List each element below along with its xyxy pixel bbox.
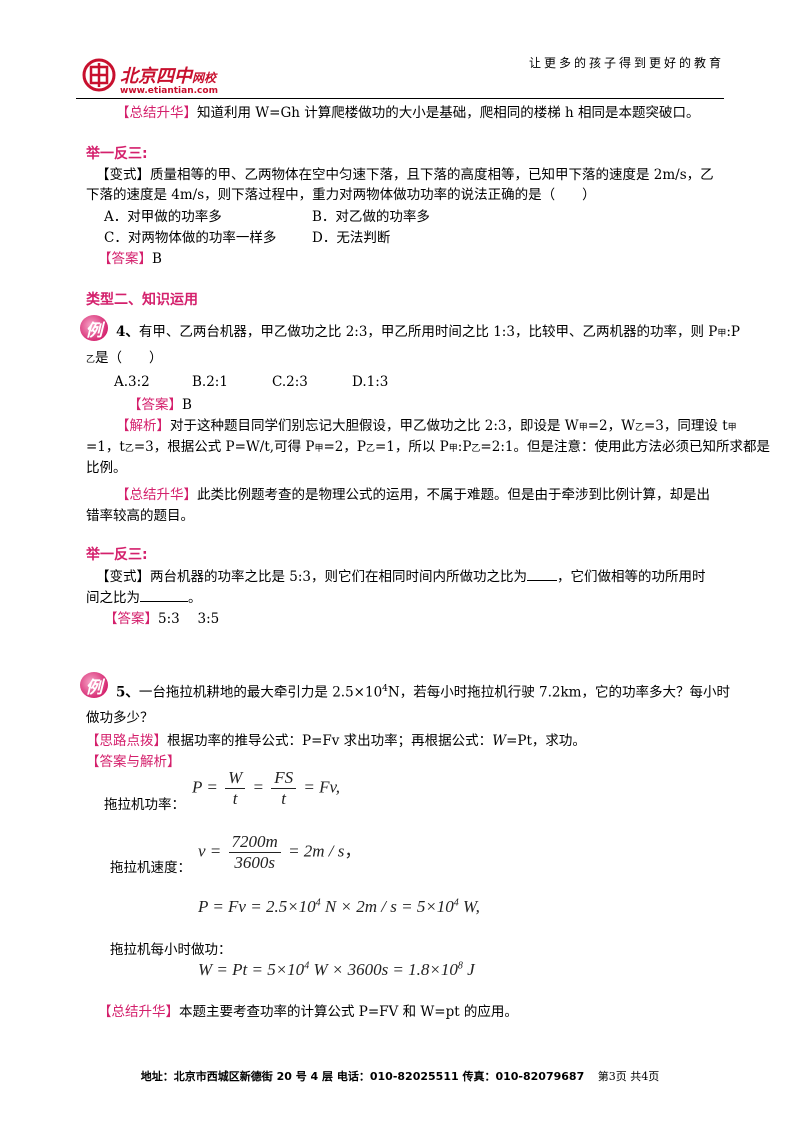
example-4-line-2: 乙是（ ） xyxy=(86,350,163,366)
variant-1-option-b: B．对乙做的功率多 xyxy=(312,209,430,225)
example-4-line-1: 4、有甲、乙两台机器，甲乙做功之比 2:3，甲乙所用时间之比 1:3，比较甲、乙… xyxy=(116,324,740,340)
example-4-analysis-line-1: 【解析】对于这种题目同学们别忘记大胆假设，甲乙做功之比 2:3，即设是 W甲=2… xyxy=(116,418,737,434)
variant-1-answer: 【答案】B xyxy=(98,249,162,269)
work-label: 拖拉机每小时做功： xyxy=(110,942,232,958)
example-5-summary: 【总结升华】本题主要考查功率的计算公式 P=FV 和 W=pt 的应用。 xyxy=(98,1004,518,1020)
variant-2-heading: 举一反三: xyxy=(86,547,148,563)
speed-label: 拖拉机速度： xyxy=(110,860,191,876)
example-4-analysis-line-3: 比例。 xyxy=(86,460,127,476)
example-5-badge: 例 xyxy=(80,672,108,698)
logo-suffix: 网校 xyxy=(192,71,217,85)
variant-2-line-1: 【变式】两台机器的功率之比是 5:3，则它们在相同时间内所做功之比为，它们做相等… xyxy=(96,566,706,587)
blank-2[interactable] xyxy=(140,587,188,602)
example-4-option-b: B.2:1 xyxy=(192,374,228,390)
example-5-line-1: 5、一台拖拉机耕地的最大牵引力是 2.5×104N，若每小时拖拉机行驶 7.2k… xyxy=(116,684,730,701)
example-4-summary-line-2: 错率较高的题目。 xyxy=(86,508,194,524)
example-4-option-d: D.1:3 xyxy=(352,374,389,390)
example-5-answer-tag: 【答案与解析】 xyxy=(86,754,181,770)
summary-1: 【总结升华】知道利用 W=Gh 计算爬楼做功的大小是基础，爬相同的楼梯 h 相同… xyxy=(116,103,700,123)
variant-tag: 【变式】 xyxy=(96,167,150,183)
variant-1-option-d: D．无法判断 xyxy=(312,230,391,246)
variant-2-line-2: 间之比为。 xyxy=(86,587,202,608)
summary-text: 知道利用 W=Gh 计算爬楼做功的大小是基础，爬相同的楼梯 h 相同是本题突破口… xyxy=(197,105,700,121)
header: 北京四中网校 www.etiantian.com 让更多的孩子得到更好的教育 xyxy=(76,52,724,102)
example-4-option-c: C.2:3 xyxy=(272,374,308,390)
slogan: 让更多的孩子得到更好的教育 xyxy=(528,56,724,70)
type-2-heading: 类型二、知识运用 xyxy=(86,292,198,308)
variant-1-heading: 举一反三: xyxy=(86,146,148,162)
example-5-hint: 【思路点拨】根据功率的推导公式：P=Fv 求出功率；再根据公式：W=Pt，求功。 xyxy=(86,733,586,749)
variant-2-answer: 【答案】5:3 3:5 xyxy=(104,611,220,627)
header-rule xyxy=(76,98,724,99)
variant-1-line-1: 【变式】质量相等的甲、乙两物体在空中匀速下落，且下落的高度相等，已知甲下落的速度… xyxy=(96,167,714,183)
logo-emblem-icon xyxy=(82,58,116,92)
logo: 北京四中网校 www.etiantian.com xyxy=(76,56,256,100)
variant-1-option-a: A．对甲做的功率多 xyxy=(104,209,222,225)
formula-work: W = Pt = 5×104 W × 3600s = 1.8×108 J xyxy=(198,960,475,979)
example-4-analysis-line-2: =1，t乙=3，根据公式 P=W/t,可得 P甲=2，P乙=1，所以 P甲:P乙… xyxy=(86,439,770,455)
formula-power-value: P = Fv = 2.5×104 N × 2m / s = 5×104 W, xyxy=(198,897,480,916)
example-5-line-2: 做功多少？ xyxy=(86,710,154,726)
example-4-summary-line-1: 【总结升华】此类比例题考查的是物理公式的运用，不属于难题。但是由于牵涉到比例计算… xyxy=(116,487,710,503)
answer-value: B xyxy=(152,251,162,267)
logo-name: 北京四中 xyxy=(120,66,192,87)
footer-page: 第3页 共4页 xyxy=(597,1070,660,1083)
answer-tag: 【答案】 xyxy=(98,251,152,267)
example-4-answer: 【答案】B xyxy=(128,397,192,413)
variant-1-line-2: 下落的速度是 4m/s，则下落过程中，重力对两物体做功功率的说法正确的是（ ） xyxy=(86,187,596,203)
variant-1-option-c: C．对两物体做的功率一样多 xyxy=(104,230,277,246)
example-4-option-a: A.3:2 xyxy=(114,374,150,390)
power-label: 拖拉机功率： xyxy=(104,797,185,813)
blank-1[interactable] xyxy=(527,566,558,581)
example-4-badge: 例 xyxy=(80,315,108,341)
footer: 地址：北京市西城区新德街 20 号 4 层 电话：010-82025511 传真… xyxy=(0,1068,800,1084)
footer-address: 地址：北京市西城区新德街 20 号 4 层 电话：010-82025511 传真… xyxy=(140,1070,585,1083)
summary-tag: 【总结升华】 xyxy=(116,105,197,121)
logo-url: www.etiantian.com xyxy=(120,86,218,96)
